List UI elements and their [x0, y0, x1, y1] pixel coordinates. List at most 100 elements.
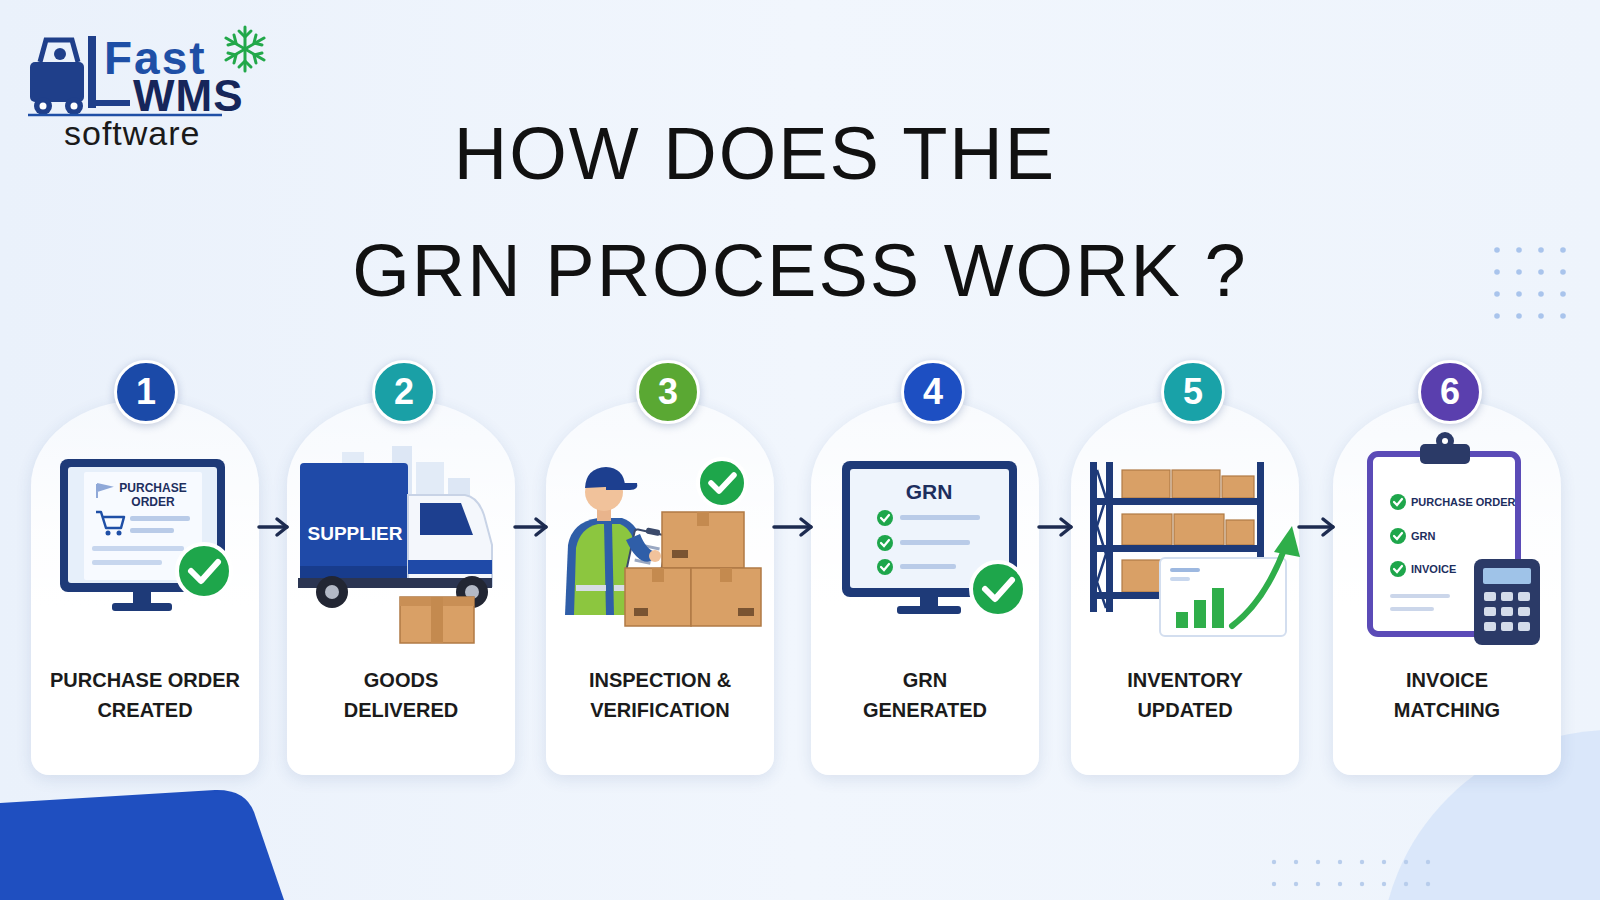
clipboard-illustration-part — [1394, 533, 1402, 539]
truck-illustration-part — [400, 597, 474, 606]
dot-grid-part — [1316, 882, 1320, 886]
inspector-illustration-part — [638, 543, 660, 551]
arrow-head — [277, 519, 287, 535]
dot-grid — [1494, 247, 1566, 319]
step-card: 2GOODS DELIVERED — [287, 400, 515, 775]
monitor-illustration-part — [920, 597, 938, 607]
snowflake-icon-part — [226, 38, 264, 60]
flow-arrow-line — [259, 525, 287, 529]
step-label: GRN GENERATED — [855, 665, 995, 725]
inspector-illustration-part — [612, 524, 635, 615]
inspector-illustration-part — [614, 585, 634, 591]
arrow-head — [1323, 519, 1333, 535]
inspector-illustration-part — [711, 475, 734, 491]
monitor-illustration-part — [842, 461, 1017, 597]
rack-illustration-part — [1212, 588, 1224, 628]
step-card: 1PURCHASE ORDER CREATED — [31, 400, 259, 775]
monitor-illustration-part — [130, 528, 174, 533]
clipboard-illustration-part — [1483, 568, 1531, 584]
rack-illustration-part — [1122, 470, 1170, 498]
arrow-head — [1061, 519, 1071, 535]
rack-illustration-part — [1176, 612, 1188, 628]
monitor-illustration-part — [92, 560, 162, 565]
dot-grid-part — [1560, 269, 1566, 275]
truck-illustration-part — [420, 503, 473, 535]
dot-grid — [1272, 860, 1430, 886]
truck-illustration-part — [465, 585, 479, 599]
flow-arrow-line — [1299, 525, 1333, 529]
forklift-logo-part — [30, 62, 84, 102]
monitor-illustration-part — [897, 606, 961, 614]
dot-grid-part — [1538, 291, 1544, 297]
step-label: PURCHASE ORDER CREATED — [38, 665, 253, 725]
clipboard-illustration-part — [1501, 607, 1513, 616]
truck-illustration-part — [400, 597, 474, 643]
truck-illustration-part — [408, 495, 492, 586]
inspector-illustration-part — [652, 568, 664, 582]
rack-illustration-part — [1226, 520, 1254, 545]
brand-name: WMS — [133, 74, 244, 118]
forklift-logo-part — [34, 97, 52, 115]
monitor-illustration-part — [96, 512, 124, 528]
inspector-illustration-part — [626, 529, 669, 581]
inspector-illustration-part — [697, 512, 709, 526]
dot-grid-part — [1360, 860, 1364, 864]
clipboard-illustration-part — [1390, 607, 1434, 611]
flow-arrow-line — [515, 525, 546, 529]
dot-grid-part — [1538, 269, 1544, 275]
title: HOW DOES THE GRN PROCESS WORK ? — [352, 112, 1247, 312]
dot-grid-part — [1516, 247, 1522, 253]
clipboard-illustration-part — [1501, 592, 1513, 601]
dot-grid-part — [1294, 882, 1298, 886]
dot-grid-part — [1338, 860, 1342, 864]
rack-illustration-part — [1170, 568, 1200, 572]
step-label: GOODS DELIVERED — [326, 665, 476, 725]
inspector-illustration-part — [691, 568, 761, 626]
inspector-illustration-part — [698, 459, 746, 507]
inspector-illustration-part — [626, 534, 656, 562]
arrow-head — [536, 519, 546, 535]
clipboard-illustration-part — [1518, 622, 1530, 631]
inspector-illustration-part — [606, 483, 637, 490]
monitor-illustration-part — [92, 546, 184, 551]
flow-arrow — [515, 519, 546, 535]
step-number: 6 — [1418, 360, 1482, 424]
rack-illustration-part — [1097, 470, 1106, 608]
truck-illustration — [298, 446, 492, 643]
truck-illustration-part — [316, 576, 348, 608]
dot-grid-part — [1538, 313, 1544, 319]
dot-grid-part — [1560, 247, 1566, 253]
rack-illustration-part — [1274, 526, 1300, 557]
rack-illustration-part — [1174, 514, 1224, 545]
flow-arrow-line — [1039, 525, 1071, 529]
dot-grid-part — [1560, 313, 1566, 319]
title-spacer — [1130, 95, 1260, 212]
inspector-illustration-part — [625, 568, 691, 626]
rack-illustration-part — [1257, 462, 1264, 612]
dot-grid-part — [1404, 882, 1408, 886]
dot-grid-part — [1404, 860, 1408, 864]
step-number: 2 — [372, 360, 436, 424]
inspector-illustration-part — [574, 524, 606, 615]
truck-illustration-part — [300, 463, 408, 578]
dot-grid-part — [1426, 860, 1430, 864]
clipboard-illustration-part — [1394, 566, 1402, 572]
clipboard-illustration — [1370, 432, 1540, 645]
truck-illustration-part — [416, 462, 444, 560]
monitor-illustration-part — [177, 544, 231, 598]
clipboard-illustration-part — [1484, 622, 1496, 631]
step-label: INVOICE MATCHING — [1372, 665, 1522, 725]
step-card: 6INVOICE MATCHING — [1333, 400, 1561, 775]
step-number: 3 — [636, 360, 700, 424]
inspector-illustration-part — [738, 608, 754, 616]
dot-grid-part — [1516, 269, 1522, 275]
truck-illustration-part — [431, 597, 443, 643]
title-block: HOW DOES THE GRN PROCESS WORK ? — [340, 95, 1260, 329]
monitor-illustration — [60, 459, 231, 611]
inspector-illustration-part — [576, 585, 606, 591]
monitor-illustration-part — [112, 603, 172, 611]
monitor-illustration-part — [900, 515, 980, 520]
truck-illustration-part — [312, 470, 338, 560]
